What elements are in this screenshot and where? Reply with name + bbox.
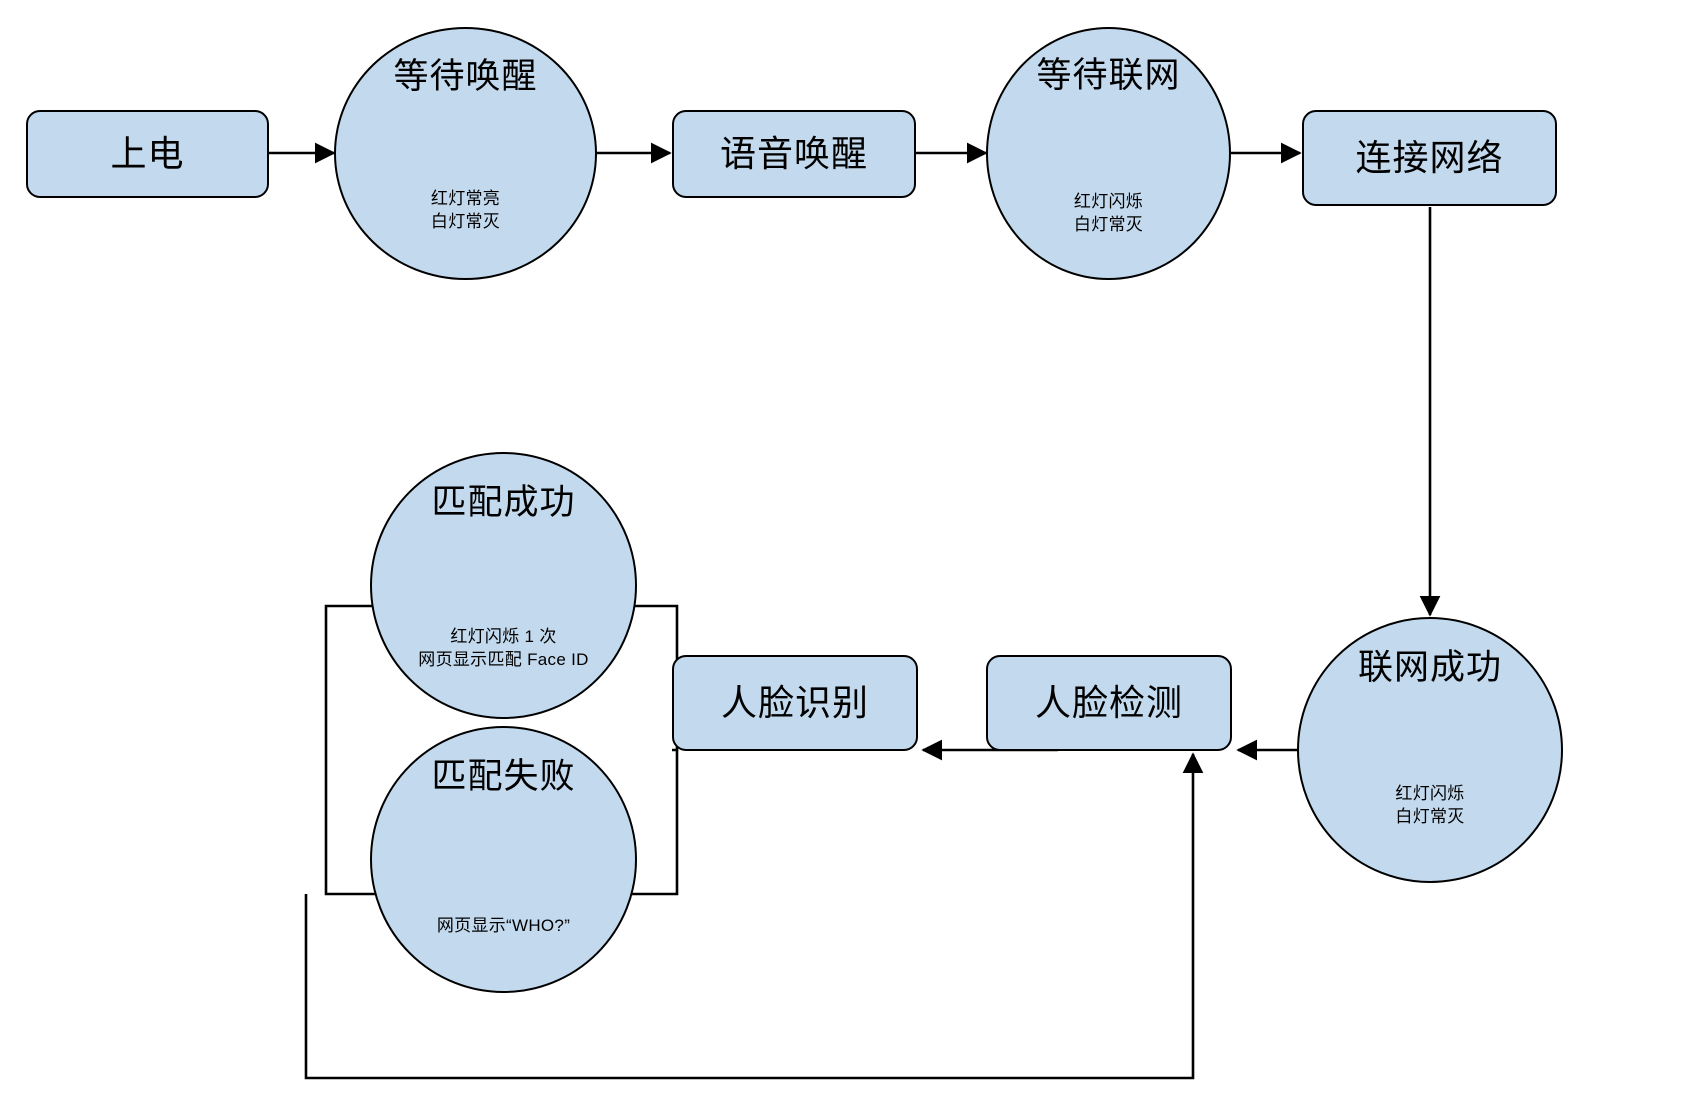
node-connect-network-title: 连接网络 <box>1355 137 1504 179</box>
node-wait-network[interactable]: 等待联网 红灯闪烁 白灯常灭 <box>986 27 1231 280</box>
node-network-success-title: 联网成功 <box>1357 647 1502 687</box>
node-network-success-sub: 红灯闪烁 白灯常灭 <box>1395 783 1465 826</box>
node-match-fail-sub: 网页显示“WHO?” <box>436 916 571 936</box>
node-voice-wakeup[interactable]: 语音唤醒 <box>672 110 916 198</box>
node-wait-wakeup[interactable]: 等待唤醒 红灯常亮 白灯常灭 <box>334 27 597 280</box>
node-connect-network[interactable]: 连接网络 <box>1302 110 1557 206</box>
node-wait-network-title: 等待联网 <box>1036 55 1181 95</box>
node-match-success-sub: 红灯闪烁 1 次 网页显示匹配 Face ID <box>418 627 589 670</box>
node-voice-wakeup-title: 语音唤醒 <box>719 133 868 175</box>
node-power-on-title: 上电 <box>110 133 185 175</box>
node-power-on[interactable]: 上电 <box>26 110 269 198</box>
node-wait-network-sub: 红灯闪烁 白灯常灭 <box>1073 192 1144 235</box>
node-face-recognize-title: 人脸识别 <box>720 682 869 724</box>
node-face-detect-title: 人脸检测 <box>1034 682 1183 724</box>
node-match-fail[interactable]: 匹配失败 网页显示“WHO?” <box>370 726 637 993</box>
node-match-success[interactable]: 匹配成功 红灯闪烁 1 次 网页显示匹配 Face ID <box>370 452 637 719</box>
node-face-recognize[interactable]: 人脸识别 <box>672 655 918 751</box>
node-wait-wakeup-sub: 红灯常亮 白灯常灭 <box>430 189 501 232</box>
node-match-fail-title: 匹配失败 <box>431 756 576 796</box>
node-network-success[interactable]: 联网成功 红灯闪烁 白灯常灭 <box>1297 617 1563 883</box>
node-wait-wakeup-title: 等待唤醒 <box>393 57 538 97</box>
node-face-detect[interactable]: 人脸检测 <box>986 655 1232 751</box>
node-match-success-title: 匹配成功 <box>431 482 576 522</box>
